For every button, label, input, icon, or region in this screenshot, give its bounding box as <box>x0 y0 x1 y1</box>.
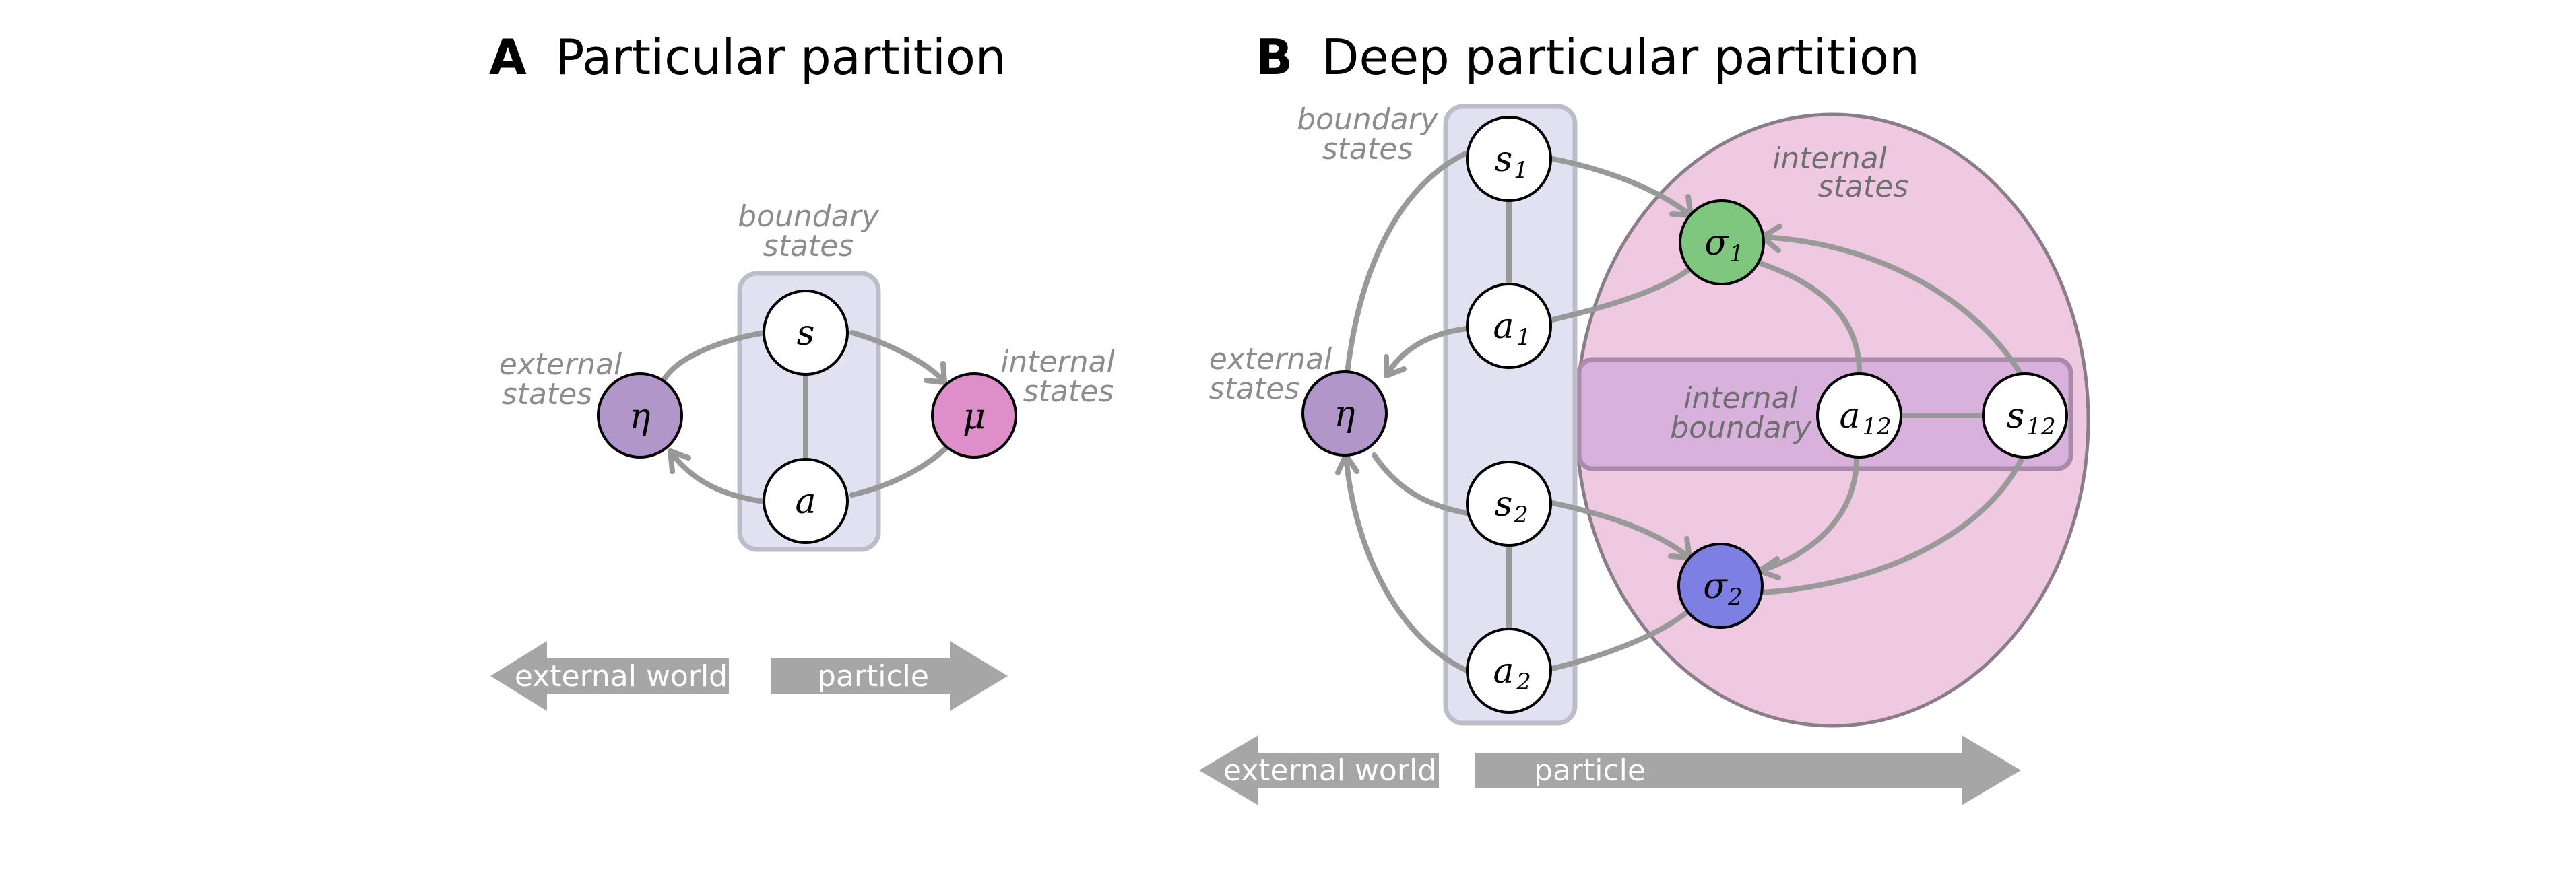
panel-b-node-a12: a 12 <box>1816 372 1902 459</box>
panel-b-boundary-label-line1: boundary <box>1297 102 1439 137</box>
panel-b-arrowhead-sigma2-right <box>1757 556 1781 580</box>
panel-a-external-label-line1: external <box>499 347 622 382</box>
panel-a-arrowhead-eta <box>668 448 691 474</box>
panel-b-a1-subscript: 1 <box>1516 324 1531 351</box>
panel-b-arrowhead-eta-top <box>1384 354 1407 378</box>
panel-a-node-eta: η <box>597 372 683 459</box>
panel-b-particle-arrow: particle <box>1475 735 2021 805</box>
panel-b-edge-a1-eta <box>1384 326 1470 378</box>
panel-b-edge-s2-eta <box>1372 452 1470 516</box>
panel-a-edge-a-mu <box>849 442 953 498</box>
panel-a-arrowhead-mu <box>924 361 947 385</box>
panel-b-letter: B <box>1256 29 1293 86</box>
panel-b-node-sigma2: σ 2 <box>1677 543 1764 629</box>
panel-a-title: Particular partition <box>555 29 1006 86</box>
panel-b-s12-label: s <box>2007 396 2025 436</box>
panel-b-edge-s12-sigma1 <box>1760 234 2024 377</box>
panel-b-sigma1-subscript: 1 <box>1729 240 1744 267</box>
panel-b-node-s12: s 12 <box>1982 372 2068 459</box>
panel-a-a-label: a <box>795 481 816 522</box>
panel-b-node-s1: s 1 <box>1466 116 1552 202</box>
panel-a-external-world-arrow: external world <box>490 641 729 711</box>
panel-a-edge-s-eta <box>661 330 767 383</box>
panel-b-eta-label: η <box>1334 394 1355 434</box>
panel-b-sigma2-subscript: 2 <box>1727 584 1743 611</box>
panel-b-internal-label-line2: states <box>1818 170 1908 204</box>
panel-a-node-a: a <box>763 458 849 544</box>
panel-b-internal-boundary-label-line2: boundary <box>1670 411 1812 445</box>
panel-b-arrowhead-sigma1-right <box>1760 224 1782 253</box>
panel-a-internal-label-line2: states <box>1023 374 1114 409</box>
panel-b-external-world-arrow: external world <box>1199 735 1439 805</box>
panel-b-node-sigma1: σ 1 <box>1679 199 1765 285</box>
panel-b-edge-a12-sigma1 <box>1756 260 1862 374</box>
panel-b-arrowhead-eta-bottom <box>1335 452 1359 475</box>
panel-b-edge-s1-eta <box>1345 147 1478 376</box>
panel-b-edge-a2-eta <box>1343 452 1479 677</box>
panel-a-edge-s-mu <box>849 330 947 385</box>
panel-a-external-label-line2: states <box>502 377 592 411</box>
panel-b-edge-s1-sigma1 <box>1547 156 1694 218</box>
panel-b-node-s2: s 2 <box>1466 461 1552 547</box>
panel-a-node-mu: μ <box>931 372 1017 459</box>
panel-b-particle-label: particle <box>1534 753 1646 788</box>
panel-b-a2-label: a <box>1493 651 1514 691</box>
panel-b-sigma1-label: σ <box>1704 223 1729 263</box>
panel-b-edge-s2-sigma2 <box>1547 500 1692 560</box>
panel-b-sigma2-label: σ <box>1703 566 1728 607</box>
panel-b-a2-subscript: 2 <box>1516 669 1531 696</box>
panel-b-edge-a12-sigma2 <box>1757 455 1859 574</box>
panel-b-s1-subscript: 1 <box>1514 157 1528 184</box>
panel-b-arrowhead-sigma1-left <box>1669 194 1694 218</box>
panel-a-edge-a-eta <box>668 448 767 504</box>
panel-b: B Deep particular partition boundary sta… <box>1199 29 2090 805</box>
panel-b-arrowhead-sigma2-left <box>1668 536 1692 560</box>
panel-b-edge-s12-sigma2 <box>1758 458 2024 595</box>
panel-a-external-world-label: external world <box>515 659 728 694</box>
panel-a-letter: A <box>489 29 527 86</box>
panel-a-boundary-label-line2: states <box>763 229 854 263</box>
panel-b-boundary-box <box>1443 104 1578 726</box>
panel-b-boundary-label-line2: states <box>1322 132 1413 166</box>
panel-b-node-a1: a 1 <box>1466 283 1552 369</box>
panel-a-particle-label: particle <box>817 659 929 694</box>
panel-b-title: Deep particular partition <box>1322 29 1920 86</box>
panel-b-internal-label-line1: internal <box>1772 141 1887 176</box>
panel-b-external-label-line1: external <box>1209 342 1332 376</box>
panel-a-mu-label: μ <box>963 397 986 437</box>
panel-b-edge-a2-sigma2 <box>1547 609 1691 672</box>
panel-b-s2-subscript: 2 <box>1513 502 1528 529</box>
panel-a-node-s: s <box>763 290 849 376</box>
panel-b-a12-subscript: 12 <box>1862 413 1891 440</box>
panel-b-s2-label: s <box>1495 484 1513 525</box>
panel-a-boundary-label-line1: boundary <box>738 199 880 234</box>
panel-a: A Particular partition boundary states e… <box>489 29 1116 711</box>
panel-b-edge-a1-sigma1 <box>1547 265 1694 323</box>
panel-b-a12-label: a <box>1839 396 1860 436</box>
panel-b-node-a2: a 2 <box>1466 628 1552 714</box>
panel-b-internal-boundary-label-line1: internal <box>1683 381 1798 415</box>
panel-a-eta-label: η <box>629 397 650 437</box>
panel-b-node-eta: η <box>1301 370 1388 457</box>
panel-a-internal-label-line1: internal <box>1000 345 1115 379</box>
panel-a-s-label: s <box>797 313 815 353</box>
panel-b-s1-label: s <box>1495 139 1513 180</box>
panel-b-s12-subscript: 12 <box>2026 413 2055 440</box>
panel-b-a1-label: a <box>1493 306 1514 347</box>
panel-b-external-world-label: external world <box>1223 753 1436 788</box>
panel-a-particle-arrow: particle <box>771 641 1008 711</box>
panel-b-external-label-line2: states <box>1209 372 1299 406</box>
